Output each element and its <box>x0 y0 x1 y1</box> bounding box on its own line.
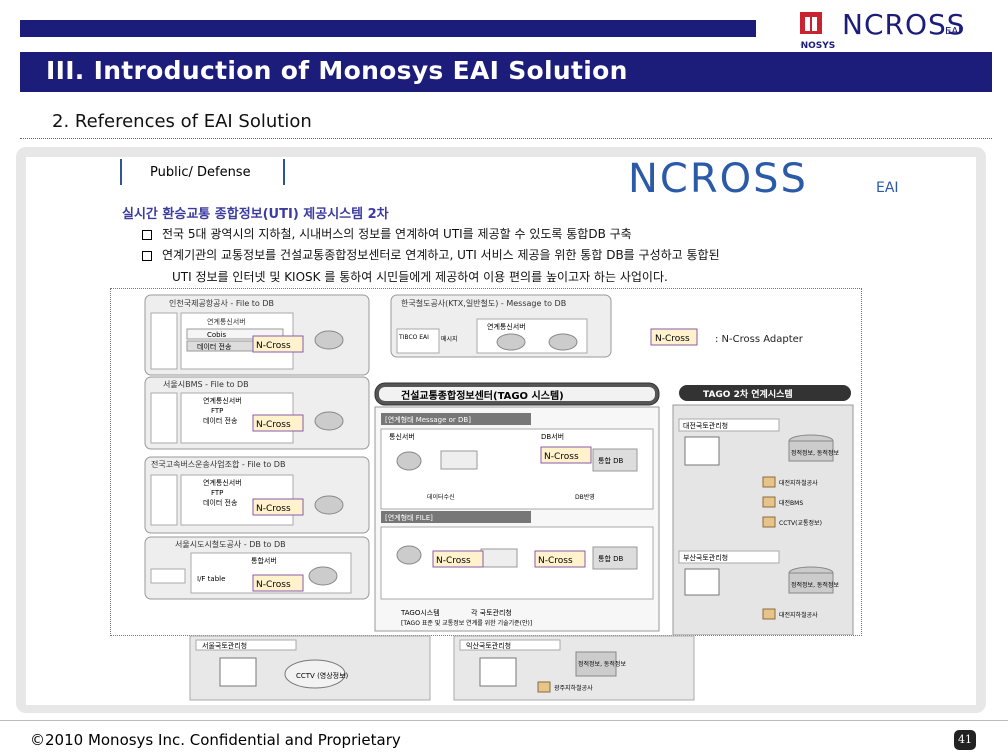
bullet-continuation: UTI 정보를 인터넷 및 KIOSK 를 통하여 시민들에게 제공하여 이용 … <box>172 270 668 284</box>
ncross-badge-label: N-Cross <box>436 556 471 566</box>
left-group-2: 서울시BMS - File to DB 연계통신서버 FTP 데이터 전송 N-… <box>144 376 370 450</box>
title-bar <box>20 52 992 92</box>
group-title: 한국철도공사(KTX,일반철도) - Message to DB <box>401 298 566 308</box>
sub-label: I/F table <box>197 575 225 583</box>
item-label: 대전지하철공사 <box>779 611 818 619</box>
server-icon <box>684 436 720 466</box>
ncross-badge-label: N-Cross <box>256 420 291 430</box>
group-title: 서울시도시철도공사 - DB to DB <box>175 539 286 549</box>
ncross-badge <box>252 335 304 353</box>
company-label: 광주지하철공사 <box>554 684 593 692</box>
category-bar-right <box>283 159 285 185</box>
comm-server-label: 통신서버 <box>389 432 415 441</box>
brand-suffix-text: EAI <box>945 26 961 37</box>
ncross-badge-label: N-Cross <box>256 504 291 514</box>
left-group-3: 전국고속버스운송사업조합 - File to DB 연계통신서버 FTP 데이터… <box>144 456 370 534</box>
bullet-item-1: 전국 5대 광역시의 지하철, 시내버스의 정보를 연계하여 UTI를 제공할 … <box>142 225 632 242</box>
ncross-logo-text: NCROSS <box>628 160 808 196</box>
item-label: 대전BMS <box>779 499 803 507</box>
top-header-bar <box>20 20 756 37</box>
sub-label: 데이터 전송 <box>203 416 238 425</box>
db-server-label: DB서버 <box>541 432 564 441</box>
cctv-label: CCTV (영상정보) <box>296 671 349 680</box>
right-tago2: TAGO 2차 연계시스템 대전국토관리청 정적정보, 동적정보 대전지하철공사… <box>672 385 854 636</box>
architecture-diagram: 인천국제공항공사 - File to DB 연계통신서버 Cobis 데이터 전… <box>110 288 862 636</box>
sub-label: 데이터 전송 <box>203 498 238 507</box>
divider <box>20 138 992 139</box>
section-label: [연계형태 Message or DB] <box>385 415 471 424</box>
sub-label: FTP <box>211 489 223 497</box>
group-title: 인천국제공항공사 - File to DB <box>169 298 274 308</box>
sub-label: TIBCO EAI <box>398 334 429 341</box>
server-label: 연계통신서버 <box>487 322 526 331</box>
bottom-offices: 서울국토관리청 CCTV (영상정보) 익산국토관리청 정적정보, 동적정보 광… <box>189 635 695 701</box>
server-label: 연계통신서버 <box>203 396 242 405</box>
server-label: 통합서버 <box>251 556 277 565</box>
server-label: 연계통신서버 <box>203 478 242 487</box>
server-label: 연계통신서버 <box>207 317 246 326</box>
checkbox-bullet-icon <box>142 250 152 261</box>
db-label: 정적정보, 동적정보 <box>791 582 839 589</box>
region-label: 부산국토관리청 <box>683 553 728 562</box>
db-label: 정적정보, 동적정보 <box>578 661 626 668</box>
caption: TAGO시스템 <box>400 609 440 617</box>
ncross-badge-label: N-Cross <box>256 580 291 590</box>
group-title: 서울시BMS - File to DB <box>163 380 249 389</box>
copyright: ©2010 Monosys Inc. Confidential and Prop… <box>30 731 401 749</box>
save-label: DB반영 <box>575 493 595 501</box>
legend: N-Cross : N-Cross Adapter <box>650 328 804 346</box>
section-subtitle: 2. References of EAI Solution <box>52 111 312 132</box>
top-group: 한국철도공사(KTX,일반철도) - Message to DB TIBCO E… <box>390 294 612 358</box>
sub-label: FTP <box>211 407 223 415</box>
legend-badge: N-Cross <box>655 334 690 344</box>
left-group-4: 서울시도시철도공사 - DB to DB 통합서버 I/F table N-Cr… <box>144 536 370 600</box>
brand-small-text: MONOSYS <box>800 41 835 50</box>
project-title: 실시간 환승교통 종합정보(UTI) 제공시스템 2차 <box>122 207 389 222</box>
category-label: Public/ Defense <box>150 165 251 180</box>
bullet-text-2: 연계기관의 교통정보를 건설교통종합정보센터로 연계하고, UTI 서비스 제공… <box>162 248 720 262</box>
category-bar-left <box>120 159 122 185</box>
receive-label: 데이터수신 <box>427 493 455 501</box>
item-label: 대전지하철공사 <box>779 479 818 487</box>
integrated-db: 통합 DB <box>598 456 623 465</box>
db-label: 정적정보, 동적정보 <box>791 450 839 457</box>
office-label: 서울국토관리청 <box>202 641 247 650</box>
left-group-1: 인천국제공항공사 - File to DB 연계통신서버 Cobis 데이터 전… <box>144 294 370 376</box>
footer-divider <box>0 720 1008 721</box>
center-tago: 건설교통종합정보센터(TAGO 시스템) [연계형태 Message or DB… <box>374 382 660 632</box>
bottom-captions: TAGO시스템 각 국토관리청 [TAGO 표준 및 교통정보 연계를 위한 기… <box>400 608 532 627</box>
checkbox-bullet-icon <box>142 229 152 240</box>
ncross-badge-label: N-Cross <box>544 452 579 462</box>
ncross-badge-label: N-Cross <box>538 556 573 566</box>
bullet-text-1: 전국 5대 광역시의 지하철, 시내버스의 정보를 연계하여 UTI를 제공할 … <box>162 227 632 241</box>
right-title: TAGO 2차 연계시스템 <box>703 388 793 400</box>
legend-text: : N-Cross Adapter <box>715 334 804 345</box>
diagram-svg: 인천국제공항공사 - File to DB 연계통신서버 Cobis 데이터 전… <box>144 294 854 636</box>
bullet-item-2: 연계기관의 교통정보를 건설교통종합정보센터로 연계하고, UTI 서비스 제공… <box>142 246 720 263</box>
section-label: [연계형태 FILE] <box>385 513 433 522</box>
ncross-logo-suffix: EAI <box>876 180 899 196</box>
monosys-ncross-logo: MONOSYS NCROSS EAI <box>800 8 966 50</box>
caption: 각 국토관리청 <box>471 608 512 617</box>
ncross-badge-label: N-Cross <box>256 341 291 351</box>
caption: [TAGO 표준 및 교통정보 연계를 위한 기술기준(안)] <box>401 619 532 627</box>
brand-product-text: NCROSS <box>842 8 966 41</box>
sub-label: 메시지 <box>441 335 458 343</box>
item-label: CCTV(교통정보) <box>779 520 822 527</box>
center-title: 건설교통종합정보센터(TAGO 시스템) <box>401 389 564 402</box>
region-label: 대전국토관리청 <box>683 421 728 430</box>
ncross-eai-logo: NCROSS EAI <box>628 160 899 196</box>
office-label: 익산국토관리청 <box>466 641 511 650</box>
group-title: 전국고속버스운송사업조합 - File to DB <box>151 459 285 469</box>
sub-label: 데이터 전송 <box>197 342 232 351</box>
page-title: III. Introduction of Monosys EAI Solutio… <box>46 56 628 85</box>
page-number: 41 <box>954 730 976 750</box>
integrated-db: 통합 DB <box>598 554 623 563</box>
sub-label: Cobis <box>207 331 227 339</box>
